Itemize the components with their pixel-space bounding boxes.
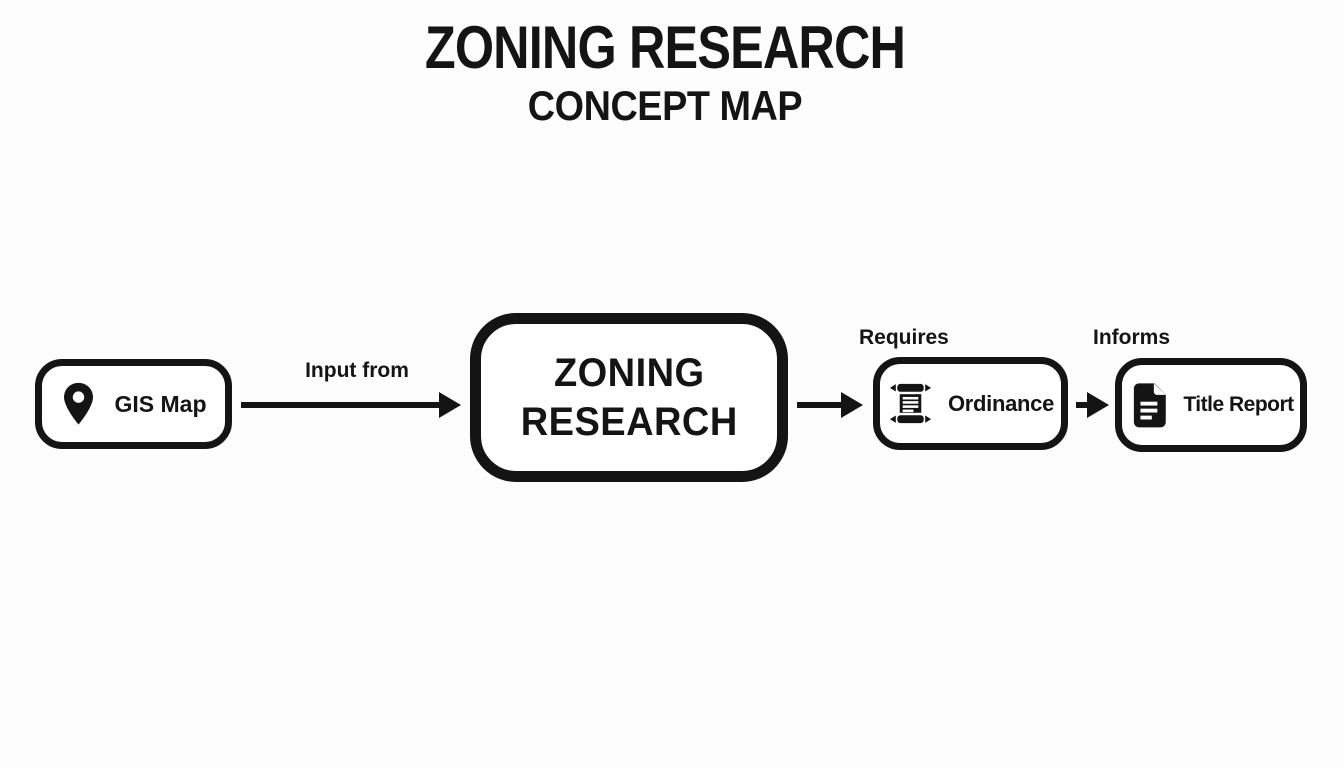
edge-label-informs: Informs xyxy=(1093,326,1171,349)
edge-label-input-from: Input from xyxy=(305,359,409,382)
diagram-title: ZONING RESEARCH CONCEPT MAP xyxy=(0,16,1330,128)
node-zoning-research-label-line1: ZONING xyxy=(553,350,705,395)
document-icon xyxy=(1128,381,1172,429)
diagram-title-line1: ZONING RESEARCH xyxy=(424,14,906,81)
arrow-gis-to-zoning xyxy=(241,402,440,408)
node-zoning-research-label-line2: RESEARCH xyxy=(520,399,738,444)
node-title-report-label: Title Report xyxy=(1183,393,1294,416)
diagram-title-line2: CONCEPT MAP xyxy=(527,82,803,129)
node-title-report: Title Report xyxy=(1115,358,1307,452)
node-ordinance-label: Ordinance xyxy=(947,390,1055,416)
node-gis-map-label: GIS Map xyxy=(114,390,207,417)
node-ordinance: Ordinance xyxy=(873,357,1068,450)
arrow-ordinance-to-title-report xyxy=(1076,402,1088,408)
node-zoning-research: ZONING RESEARCH xyxy=(470,313,788,482)
edge-label-requires: Requires xyxy=(859,326,949,349)
node-gis-map: GIS Map xyxy=(35,359,232,449)
arrow-zoning-to-ordinance xyxy=(797,402,842,408)
scroll-icon xyxy=(887,380,934,427)
map-pin-icon xyxy=(60,381,97,428)
